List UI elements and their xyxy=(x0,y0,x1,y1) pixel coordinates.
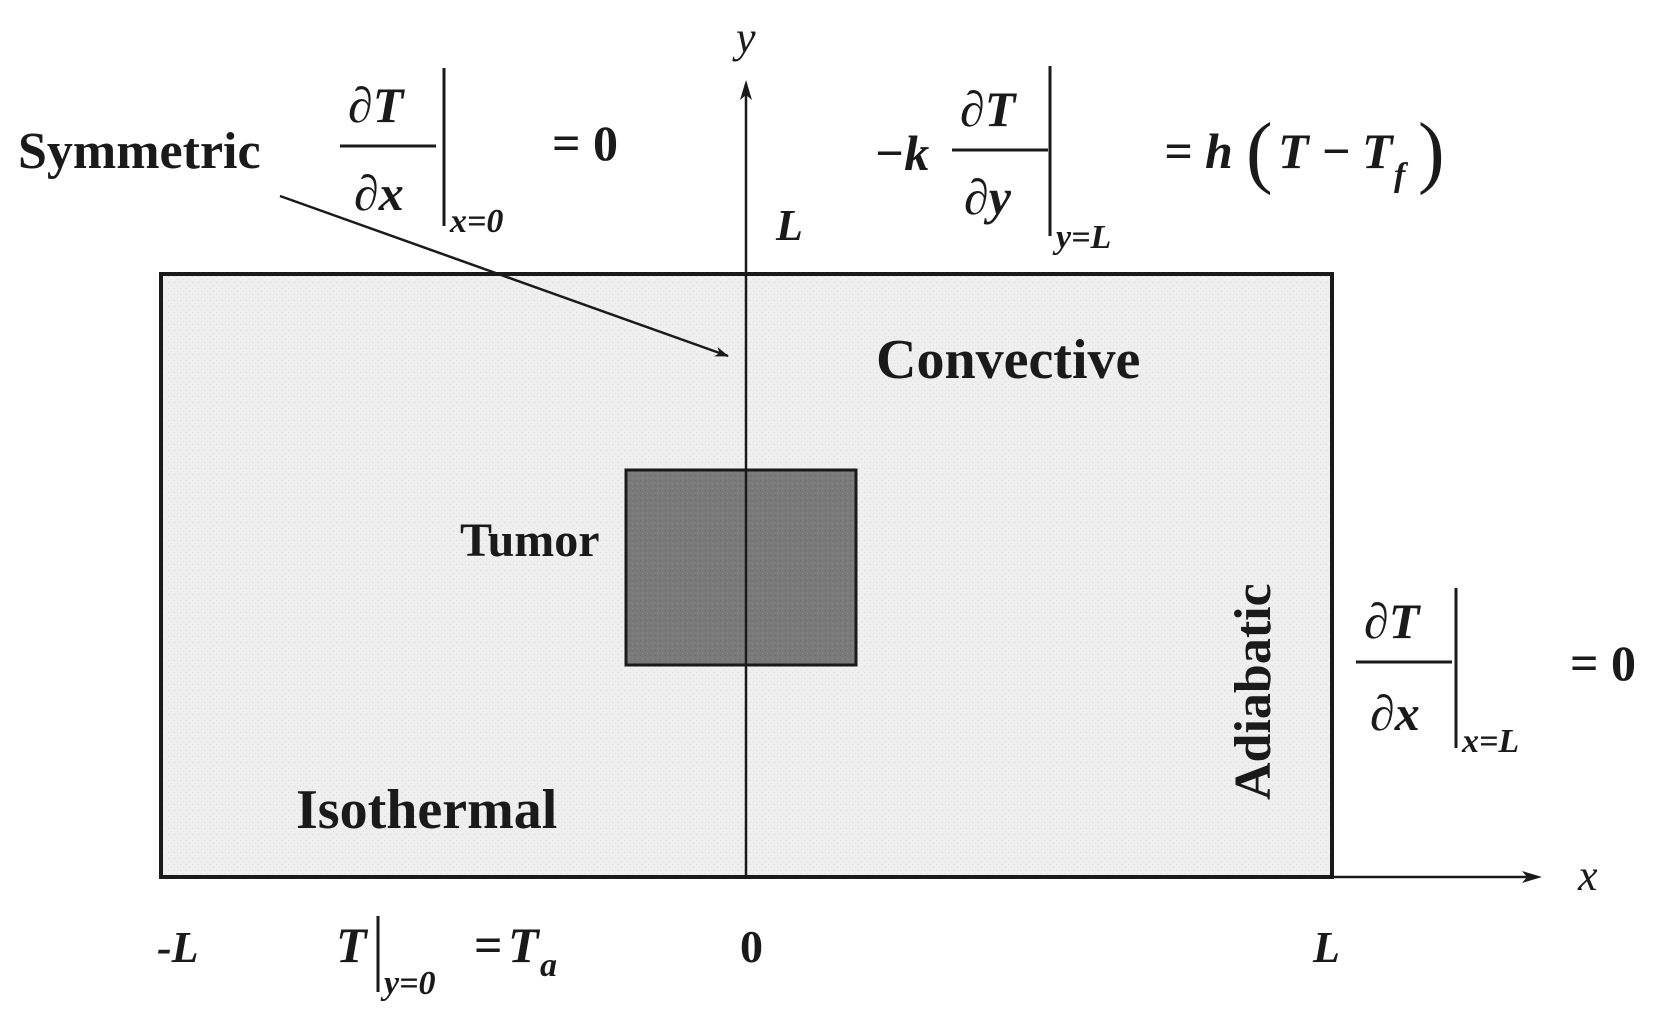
x-tick-zero: 0 xyxy=(740,921,763,972)
convective-eq-subscript: y=L xyxy=(1052,219,1111,256)
convective-eq-close-paren: ) xyxy=(1418,108,1445,196)
isothermal-eq-equals: = xyxy=(474,917,503,973)
symmetric-eq-subscript: x=0 xyxy=(449,203,503,240)
convective-eq-prefix: −k xyxy=(874,125,929,181)
isothermal-eq-subscript: y=0 xyxy=(380,965,435,1002)
symmetric-eq-rhs: = 0 xyxy=(552,115,618,171)
x-axis-arrowhead xyxy=(1522,871,1542,883)
adiabatic-eq-rhs: = 0 xyxy=(1570,635,1636,691)
adiabatic-eq-numerator: ∂T xyxy=(1364,593,1422,649)
convective-label: Convective xyxy=(876,329,1140,391)
isothermal-eq-lhs: T xyxy=(336,917,369,973)
tumor-region xyxy=(624,468,858,667)
convective-eq-rhs-f: f xyxy=(1394,157,1409,194)
symmetric-eq-denominator: ∂x xyxy=(354,165,404,221)
x-axis-label: x xyxy=(1577,851,1598,900)
symmetric-bc-equation: ∂T ∂x x=0 = 0 xyxy=(340,68,618,240)
x-tick-neg-L: -L xyxy=(157,923,199,972)
x-tick-L: L xyxy=(1312,923,1340,972)
convective-bc-equation: −k ∂T ∂y y=L = h ( T − T f ) xyxy=(874,66,1445,256)
convective-eq-rhs-Tf: T xyxy=(1362,123,1395,179)
convective-eq-numerator: ∂T xyxy=(960,81,1018,137)
adiabatic-bc-equation: ∂T ∂x x=L = 0 xyxy=(1356,588,1636,760)
adiabatic-eq-denominator: ∂x xyxy=(1370,685,1420,741)
y-axis-arrowhead xyxy=(740,80,752,100)
convective-eq-rhs-T: T xyxy=(1278,123,1311,179)
symmetric-pointer-arrow xyxy=(279,194,729,358)
isothermal-label: Isothermal xyxy=(296,779,557,841)
convective-eq-denominator: ∂y xyxy=(964,169,1012,225)
convective-eq-open-paren: ( xyxy=(1246,108,1273,196)
symmetric-label: Symmetric xyxy=(18,123,261,180)
y-tick-L: L xyxy=(775,201,803,250)
adiabatic-eq-subscript: x=L xyxy=(1461,723,1519,760)
y-axis-label: y xyxy=(732,13,756,62)
isothermal-eq-rhs-sub: a xyxy=(540,947,557,984)
symmetric-eq-numerator: ∂T xyxy=(348,77,406,133)
convective-eq-rhs-minus: − xyxy=(1322,123,1351,179)
tumor-label: Tumor xyxy=(460,514,600,567)
adiabatic-label: Adiabatic xyxy=(1225,583,1282,800)
convective-eq-rhs-eq: = h xyxy=(1164,123,1233,179)
isothermal-bc-equation: T y=0 = T a xyxy=(336,916,557,1002)
isothermal-eq-rhs: T xyxy=(508,917,541,973)
